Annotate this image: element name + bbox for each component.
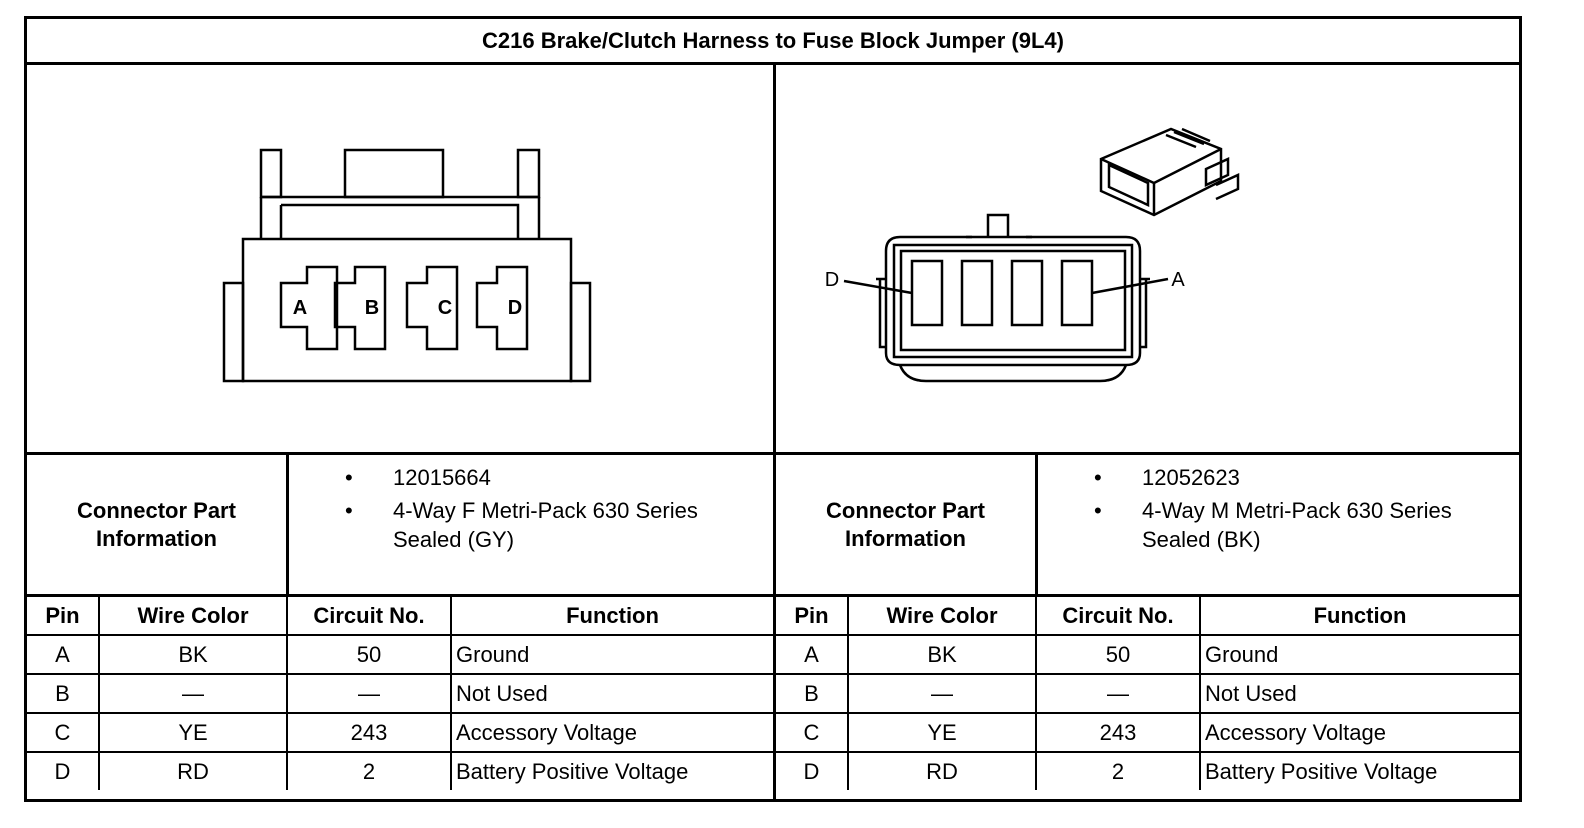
- function-cell: Ground: [1199, 634, 1519, 675]
- table-row: A BK 50 Ground: [27, 634, 773, 675]
- pin-cell: B: [776, 673, 849, 714]
- circuit-cell: 2: [286, 751, 452, 790]
- circuit-cell: 50: [286, 634, 452, 675]
- header-wire-color: Wire Color: [98, 597, 288, 636]
- left-part-number: 12015664: [289, 463, 743, 492]
- wire-color-cell: —: [847, 673, 1037, 714]
- table-row: B — — Not Used: [776, 673, 1519, 714]
- table-row: D RD 2 Battery Positive Voltage: [776, 751, 1519, 790]
- function-cell: Not Used: [450, 673, 773, 714]
- function-cell: Accessory Voltage: [1199, 712, 1519, 753]
- wire-color-cell: YE: [98, 712, 288, 753]
- male-connector-drawing: D A: [776, 65, 1519, 452]
- wire-color-cell: BK: [847, 634, 1037, 675]
- pin-label-c: C: [438, 297, 452, 319]
- left-part-list: 12015664 4-Way F Metri-Pack 630 Series S…: [289, 455, 773, 594]
- left-connector-section: Connector Part Information 12015664 4-Wa…: [27, 455, 773, 790]
- function-cell: Battery Positive Voltage: [450, 751, 773, 790]
- left-pin-table: Pin Wire Color Circuit No. Function A BK…: [27, 597, 773, 790]
- header-wire-color: Wire Color: [847, 597, 1037, 636]
- right-part-description: 4-Way M Metri-Pack 630 Series Sealed (BK…: [1038, 496, 1492, 554]
- pin-label-d: D: [508, 297, 522, 319]
- pin-cell: C: [776, 712, 849, 753]
- circuit-cell: —: [286, 673, 452, 714]
- circuit-cell: 50: [1035, 634, 1201, 675]
- header-function: Function: [1199, 597, 1519, 636]
- table-row: A BK 50 Ground: [776, 634, 1519, 675]
- right-part-list: 12052623 4-Way M Metri-Pack 630 Series S…: [1038, 455, 1519, 594]
- right-info-label: Connector Part Information: [776, 455, 1038, 594]
- pin-cell: B: [27, 673, 100, 714]
- male-connector-svg: D A: [825, 127, 1240, 383]
- circuit-cell: 2: [1035, 751, 1201, 790]
- header-circuit: Circuit No.: [286, 597, 452, 636]
- wire-color-cell: —: [98, 673, 288, 714]
- female-connector-svg: A B C D: [222, 148, 592, 383]
- wire-color-cell: RD: [847, 751, 1037, 790]
- table-header-row: Pin Wire Color Circuit No. Function: [27, 597, 773, 636]
- right-pin-table: Pin Wire Color Circuit No. Function A BK…: [776, 597, 1519, 790]
- right-connector-info: Connector Part Information 12052623 4-Wa…: [776, 455, 1519, 597]
- circuit-cell: 243: [286, 712, 452, 753]
- function-cell: Accessory Voltage: [450, 712, 773, 753]
- diagram-title: C216 Brake/Clutch Harness to Fuse Block …: [27, 19, 1519, 65]
- header-pin: Pin: [776, 597, 849, 636]
- right-part-number: 12052623: [1038, 463, 1492, 492]
- circuit-cell: —: [1035, 673, 1201, 714]
- table-header-row: Pin Wire Color Circuit No. Function: [776, 597, 1519, 636]
- header-function: Function: [450, 597, 773, 636]
- section-divider: [27, 452, 1519, 455]
- header-circuit: Circuit No.: [1035, 597, 1201, 636]
- pin-cell: C: [27, 712, 100, 753]
- function-cell: Battery Positive Voltage: [1199, 751, 1519, 790]
- pin-cell: D: [27, 751, 100, 790]
- pin-label-b: B: [365, 297, 379, 319]
- left-part-description: 4-Way F Metri-Pack 630 Series Sealed (GY…: [289, 496, 743, 554]
- face-label-d: D: [825, 269, 839, 291]
- left-connector-info: Connector Part Information 12015664 4-Wa…: [27, 455, 773, 597]
- connector-diagram: C216 Brake/Clutch Harness to Fuse Block …: [24, 16, 1522, 802]
- right-connector-section: Connector Part Information 12052623 4-Wa…: [776, 455, 1519, 790]
- pin-cell: A: [27, 634, 100, 675]
- female-connector-drawing: A B C D: [27, 65, 773, 452]
- pin-label-a: A: [293, 297, 307, 319]
- table-row: C YE 243 Accessory Voltage: [776, 712, 1519, 753]
- left-info-label: Connector Part Information: [27, 455, 289, 594]
- wire-color-cell: RD: [98, 751, 288, 790]
- function-cell: Ground: [450, 634, 773, 675]
- circuit-cell: 243: [1035, 712, 1201, 753]
- header-pin: Pin: [27, 597, 100, 636]
- center-divider: [773, 65, 776, 800]
- table-row: D RD 2 Battery Positive Voltage: [27, 751, 773, 790]
- table-row: B — — Not Used: [27, 673, 773, 714]
- face-label-a: A: [1171, 269, 1185, 291]
- pin-cell: D: [776, 751, 849, 790]
- table-row: C YE 243 Accessory Voltage: [27, 712, 773, 753]
- function-cell: Not Used: [1199, 673, 1519, 714]
- wire-color-cell: YE: [847, 712, 1037, 753]
- wire-color-cell: BK: [98, 634, 288, 675]
- pin-cell: A: [776, 634, 849, 675]
